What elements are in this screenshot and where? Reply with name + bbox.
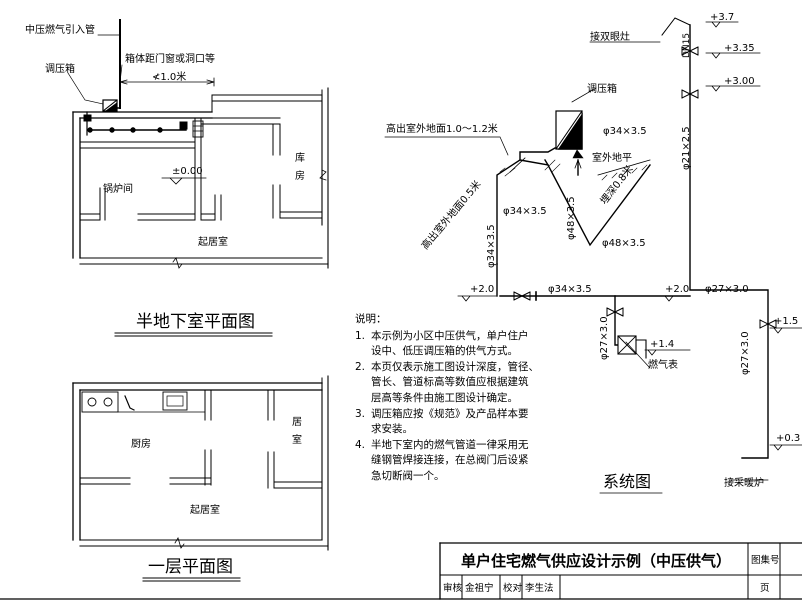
note-number: 4. (355, 438, 366, 451)
note-line: 缝钢管焊接连接，在总阀门后设紧 (355, 453, 555, 469)
note-line: 求安装。 (355, 422, 555, 438)
elevation-3-35: +3.35 (724, 43, 755, 54)
note-number (355, 391, 371, 407)
note-line: 1. 本示例为小区中压供气，单户住户 (355, 329, 555, 345)
pipe-d27-heating: φ27×3.0 (740, 331, 751, 375)
note-text: 缝钢管焊接连接，在总阀门后设紧 (371, 454, 529, 467)
note-number: 3. (355, 407, 366, 420)
note-text: 层高等条件由施工图设计确定。 (371, 391, 518, 404)
review-label: 审核 (443, 582, 463, 594)
pipe-d27-meter: φ27×3.0 (599, 316, 610, 360)
outdoor-ground-label: 室外地平 (592, 151, 632, 164)
above-ground-high-label: 高出室外地面1.0～1.2米 (386, 122, 498, 135)
basement-plan-title: 半地下室平面图 (136, 312, 255, 332)
note-line: 层高等条件由施工图设计确定。 (355, 391, 555, 407)
check-name: 李生法 (525, 582, 554, 594)
distance-value-label: ≮1.0米 (152, 70, 186, 83)
set-number-label: 图集号 (751, 554, 780, 566)
elevation-1-4: +1.4 (650, 339, 674, 350)
note-text: 本页仅表示施工图设计深度，管径、 (371, 360, 539, 373)
page-label: 页 (760, 583, 770, 594)
design-notes: 说明： 1. 本示例为小区中压供气，单户住户设中、低压调压箱的供气方式。 2. 本页仅… (355, 312, 555, 485)
kitchen-label: 厨房 (131, 437, 151, 450)
note-number: 2. (355, 360, 366, 373)
system-diagram (384, 17, 802, 494)
storage-room-label: 库房 (293, 151, 305, 188)
note-text: 本示例为小区中压供气，单户住户 (371, 329, 529, 342)
dn15-label: DN15 (682, 33, 692, 58)
above-ground-low-label: 高出室外地面0.5米 (418, 178, 483, 252)
note-number: 1. (355, 329, 366, 342)
note-line: 2. 本页仅表示施工图设计深度，管径、 (355, 360, 555, 376)
note-text: 急切断阀一个。 (371, 469, 445, 482)
elevation-3-7: +3.7 (710, 12, 734, 23)
note-line: 管长、管道标高等数值应根据建筑 (355, 375, 555, 391)
elevation-2-0-left: +2.0 (470, 284, 494, 295)
basement-plan (67, 19, 329, 269)
pipe-d34-vertical: φ34×3.5 (486, 224, 497, 268)
elevation-3-00: +3.00 (724, 76, 755, 87)
elevation-1-5: +1.5 (774, 316, 798, 327)
note-text: 半地下室内的燃气管道一律采用无 (371, 438, 529, 451)
bedroom-label: 居室 (290, 416, 302, 452)
elevation-zero-label: ±0.00 (172, 166, 203, 177)
first-living-room-label: 起居室 (190, 503, 220, 516)
pipe-d34-top: φ34×3.5 (603, 126, 647, 137)
pipe-d21-label: φ21×2.5 (681, 126, 692, 170)
system-title: 系统图 (603, 472, 651, 491)
note-text: 调压箱应按《规范》及产品样本要 (371, 407, 529, 420)
pipe-d34-main: φ34×3.5 (548, 284, 592, 295)
note-line: 设中、低压调压箱的供气方式。 (355, 344, 555, 360)
pipe-d34-mid: φ34×3.5 (503, 206, 547, 217)
pipe-d48-bottom: φ48×3.5 (602, 238, 646, 249)
note-text: 求安装。 (371, 423, 413, 436)
boiler-room-label: 锅炉间 (103, 182, 133, 195)
pipe-d27-main: φ27×3.0 (705, 284, 749, 295)
note-number (355, 453, 371, 469)
first-floor-plan (72, 375, 329, 551)
pipe-d48-vertical: φ48×3.5 (566, 196, 577, 240)
first-floor-plan-title: 一层平面图 (148, 557, 233, 577)
regulator-box-label: 调压箱 (45, 62, 75, 75)
drawing-title: 单户住宅燃气供应设计示例（中压供气） (460, 551, 731, 570)
double-stove-label: 接双眼灶 (590, 30, 630, 43)
system-regulator-label: 调压箱 (587, 82, 617, 95)
gas-inlet-label: 中压燃气引入管 (25, 23, 95, 36)
notes-heading: 说明： (355, 313, 387, 325)
note-line: 3. 调压箱应按《规范》及产品样本要 (355, 407, 555, 423)
note-number (355, 375, 371, 391)
note-line: 急切断阀一个。 (355, 469, 555, 485)
note-number (355, 469, 371, 485)
note-number (355, 344, 371, 360)
note-number (355, 422, 371, 438)
note-line: 4. 半地下室内的燃气管道一律采用无 (355, 438, 555, 454)
title-block-frame (439, 542, 802, 600)
basement-living-room-label: 起居室 (198, 235, 228, 248)
check-label: 校对 (503, 582, 523, 594)
heating-stove-label: 接采暖炉 (724, 476, 764, 489)
notes-list: 1. 本示例为小区中压供气，单户住户设中、低压调压箱的供气方式。 2. 本页仅表示施工… (355, 329, 555, 485)
note-text: 设中、低压调压箱的供气方式。 (371, 345, 518, 358)
note-text: 管长、管道标高等数值应根据建筑 (371, 376, 529, 389)
elevation-2-0-right: +2.0 (665, 284, 689, 295)
review-name: 金祖宁 (465, 582, 494, 594)
elevation-0-3: +0.3 (776, 433, 800, 444)
gas-meter-label: 燃气表 (648, 358, 678, 371)
box-distance-label: 箱体距门窗或洞口等 (125, 52, 215, 65)
